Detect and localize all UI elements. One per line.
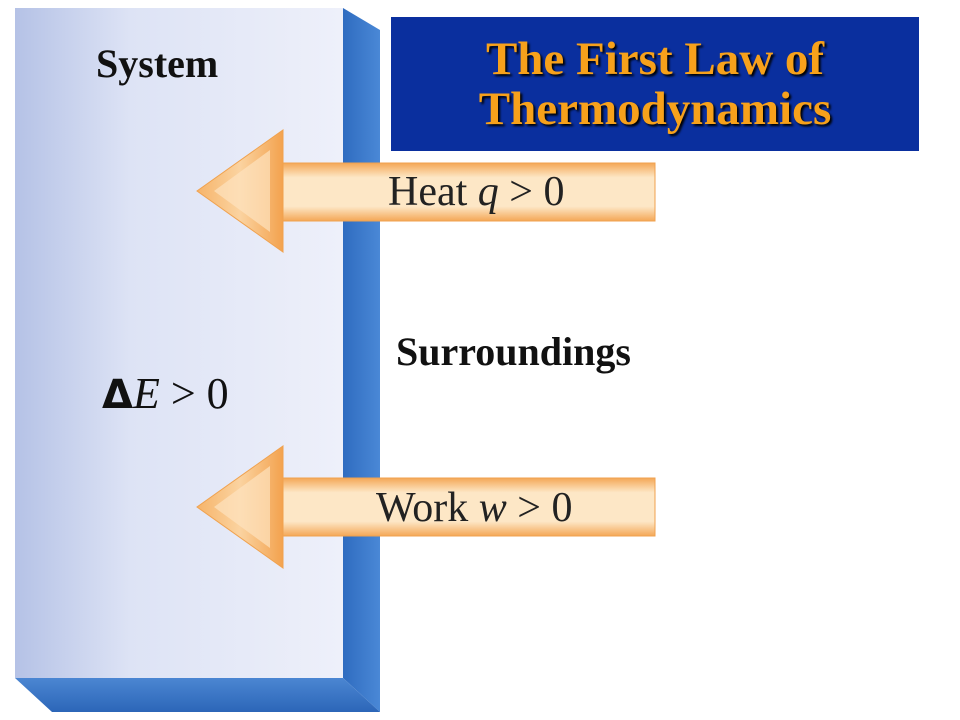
system-label: System <box>96 41 219 86</box>
system-side-edge <box>343 8 380 712</box>
work-label: Work w > 0 <box>376 484 572 532</box>
work-arrow <box>196 445 656 569</box>
delta-symbol: Δ <box>102 372 133 418</box>
work-variable: w <box>478 485 507 531</box>
heat-arrow <box>196 129 656 253</box>
system-box <box>15 8 343 678</box>
heat-relation: > 0 <box>509 169 565 215</box>
work-relation: > 0 <box>517 485 573 531</box>
heat-variable: q <box>477 169 499 215</box>
title-line-2: Thermodynamics <box>478 83 832 135</box>
work-word: Work <box>376 485 469 531</box>
title-line-1: The First Law of <box>485 33 825 85</box>
surroundings-label: Surroundings <box>396 329 631 374</box>
energy-change-label: ΔE > 0 <box>102 368 229 419</box>
energy-variable: E <box>132 369 160 418</box>
energy-relation: > 0 <box>170 369 229 418</box>
title-box: The First Law of Thermodynamics <box>391 17 919 151</box>
heat-word: Heat <box>388 169 468 215</box>
system-bottom-edge <box>15 678 380 712</box>
heat-label: Heat q > 0 <box>388 168 564 216</box>
